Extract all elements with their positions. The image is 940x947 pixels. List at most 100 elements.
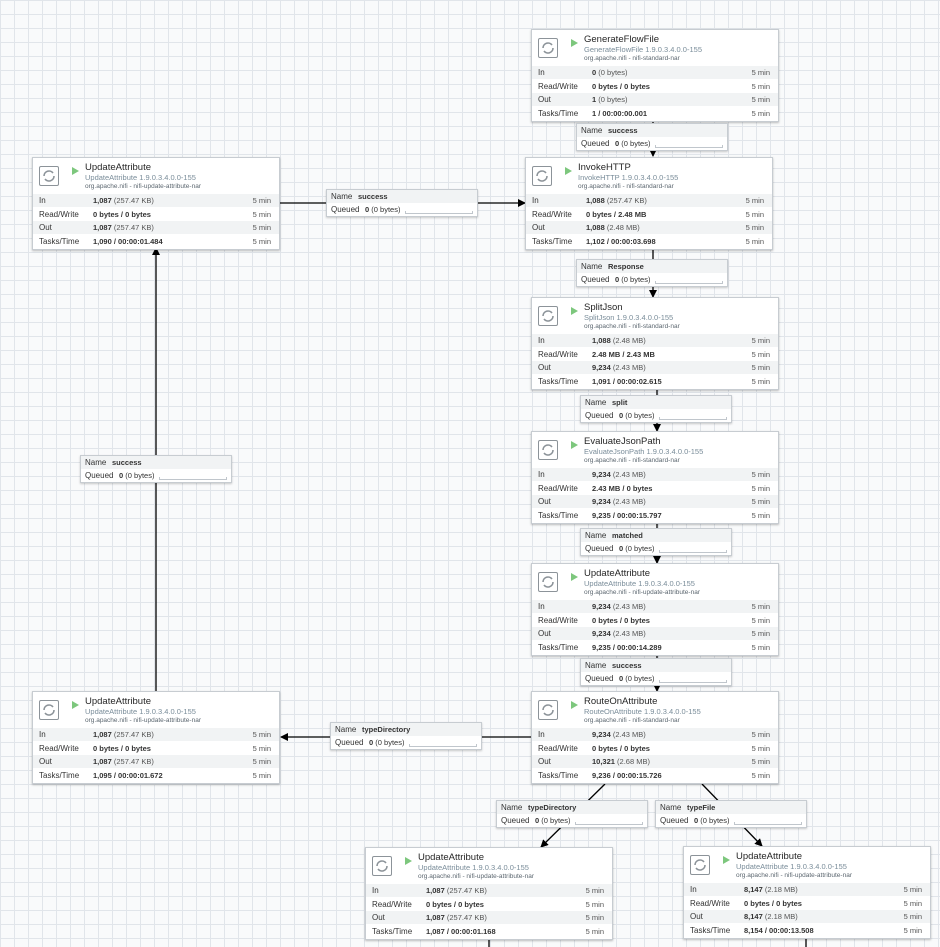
stat-in-main: 9,234: [592, 602, 611, 611]
processor-name: UpdateAttribute: [418, 852, 485, 863]
stat-label-in: In: [39, 730, 46, 739]
queued-count: 0: [535, 816, 540, 825]
stat-label-rw: Read/Write: [690, 898, 730, 908]
processor-name: UpdateAttribute: [736, 851, 803, 862]
stat-out-main: 8,147: [744, 912, 763, 921]
stat-value-out: 1,087 (257.47 KB): [93, 221, 154, 234]
stat-value-in: 9,234 (2.43 MB): [592, 468, 646, 481]
stat-window: 5 min: [585, 886, 604, 895]
connection-name: typeFile: [687, 803, 716, 812]
running-status-icon: [72, 167, 79, 175]
stat-value-out: 9,234 (2.43 MB): [592, 495, 646, 508]
connection-queued-value: 0 (0 bytes): [369, 736, 404, 749]
stat-window: 5 min: [751, 95, 770, 104]
queued-size: (0 bytes): [371, 205, 401, 214]
stat-tasks-main: 9,235 / 00:00:14.289: [592, 642, 662, 652]
stat-out-size: (2.43 MB): [612, 497, 646, 506]
stat-out-main: 1: [592, 95, 597, 104]
stat-value-tasks: 8,154 / 00:00:13.508: [744, 924, 814, 937]
processor-icon: [532, 166, 552, 186]
stat-tasks-main: 1,087 / 00:00:01.168: [426, 926, 496, 936]
processor-type: UpdateAttribute 1.9.0.3.4.0.0-155: [736, 862, 847, 871]
stat-window: 5 min: [751, 470, 770, 479]
queued-size: (0 bytes): [375, 738, 405, 747]
stat-out-main: 1,087: [93, 223, 112, 232]
stat-out-main: 9,234: [592, 629, 611, 638]
connection-queued-label: Queued: [585, 544, 614, 553]
stat-value-out: 9,234 (2.43 MB): [592, 627, 646, 640]
stat-out-main: 1,087: [93, 757, 112, 766]
running-status-icon: [405, 857, 412, 865]
running-status-icon: [571, 307, 578, 315]
stat-out-size: (0 bytes): [598, 95, 628, 104]
stat-in-size: (2.43 MB): [612, 602, 646, 611]
stat-out-size: (257.47 KB): [113, 223, 154, 232]
stat-value-in: 1,088 (257.47 KB): [586, 194, 647, 207]
stat-window: 5 min: [751, 770, 770, 780]
stat-in-size: (257.47 KB): [606, 196, 647, 205]
stat-window: 5 min: [903, 912, 922, 921]
processor-icon: [538, 306, 558, 326]
queued-size: (0 bytes): [625, 674, 655, 683]
stat-window: 5 min: [751, 376, 770, 386]
stat-window: 5 min: [903, 885, 922, 894]
stat-label-in: In: [372, 886, 379, 895]
processor-icon: [538, 572, 558, 592]
processor-bundle: org.apache.nifi - nifi-standard-nar: [584, 323, 680, 330]
stat-tasks-main: 1,091 / 00:00:02.615: [592, 376, 662, 386]
stat-value-tasks: 1,102 / 00:00:03.698: [586, 235, 656, 248]
processor-bundle: org.apache.nifi - nifi-update-attribute-…: [85, 183, 201, 190]
connection-queued-value: 0 (0 bytes): [694, 814, 729, 827]
connection-queued-label: Queued: [85, 471, 114, 480]
stat-label-in: In: [538, 730, 545, 739]
connection-queued-value: 0 (0 bytes): [619, 409, 654, 422]
connection-name-label: Name: [501, 803, 523, 812]
stat-value-out: 10,321 (2.68 MB): [592, 755, 650, 768]
queued-size: (0 bytes): [621, 139, 651, 148]
stat-value-out: 1 (0 bytes): [592, 93, 627, 106]
stat-out-main: 1,088: [586, 223, 605, 232]
stat-value-out: 8,147 (2.18 MB): [744, 910, 798, 923]
stat-rw-main: 0 bytes / 0 bytes: [744, 898, 802, 908]
processor-type: UpdateAttribute 1.9.0.3.4.0.0-155: [418, 863, 529, 872]
stat-out-size: (257.47 KB): [113, 757, 154, 766]
connection-name-label: Name: [585, 661, 607, 670]
stat-value-rw: 0 bytes / 0 bytes: [93, 208, 151, 221]
stat-tasks-main: 1,090 / 00:00:01.484: [93, 236, 163, 246]
stat-out-size: (2.48 MB): [606, 223, 640, 232]
connection-queued-value: 0 (0 bytes): [619, 672, 654, 685]
stat-window: 5 min: [751, 108, 770, 118]
stat-rw-main: 0 bytes / 0 bytes: [592, 615, 650, 625]
queued-size: (0 bytes): [700, 816, 730, 825]
connection-queued-label: Queued: [501, 816, 530, 825]
